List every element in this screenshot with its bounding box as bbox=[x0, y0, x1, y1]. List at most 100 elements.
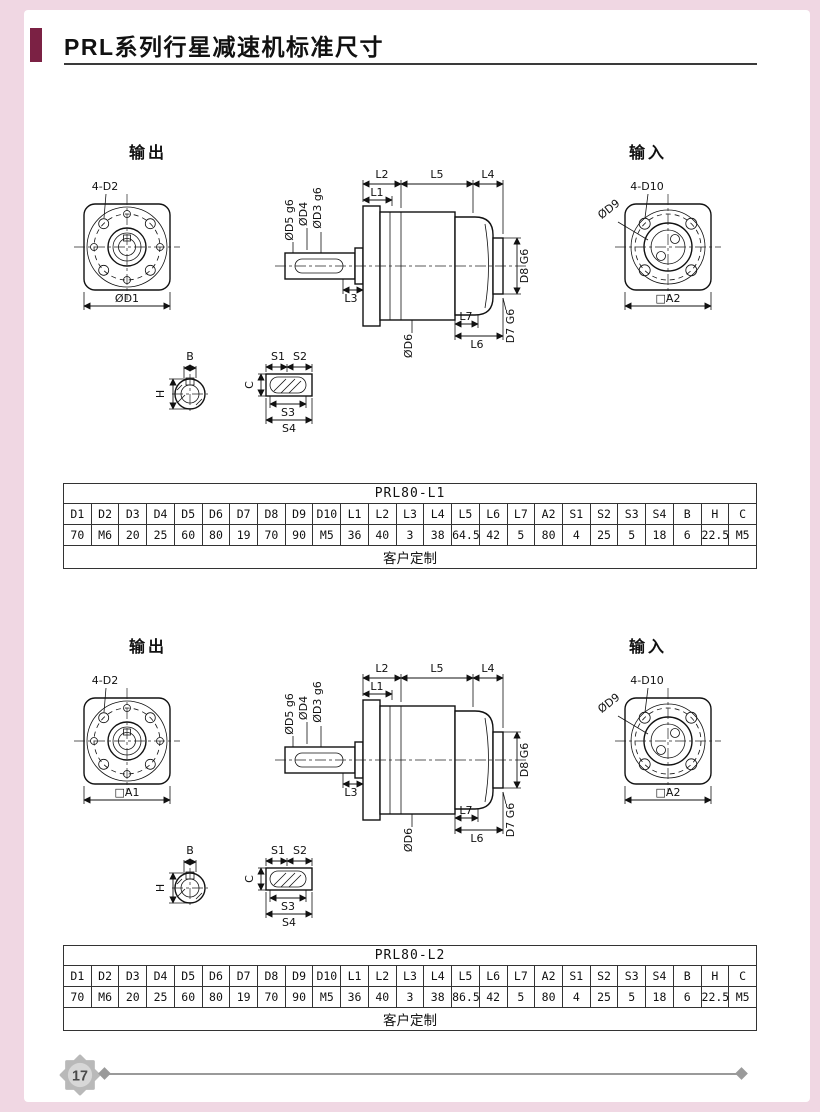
dim-s1: S1 bbox=[271, 350, 285, 363]
value-cell: 3 bbox=[395, 524, 425, 546]
dim-d9: ØD9 bbox=[595, 197, 622, 222]
drawing-section-2: 输出 输入 4-D2 □A1 bbox=[60, 634, 760, 934]
dim-d7: D7 G6 bbox=[504, 803, 517, 838]
value-cell: 86.5 bbox=[451, 986, 480, 1008]
rear-dim-label: □A2 bbox=[656, 292, 681, 305]
value-cell: 40 bbox=[367, 986, 397, 1008]
value-cell: 4 bbox=[561, 524, 591, 546]
dim-l6: L6 bbox=[470, 338, 483, 351]
value-cell: 60 bbox=[173, 986, 203, 1008]
header-cell: D5 bbox=[173, 965, 203, 987]
header-cell: D3 bbox=[118, 503, 148, 525]
header-cell: D1 bbox=[63, 965, 92, 987]
dim-l3: L3 bbox=[344, 292, 357, 305]
rear-bolt-label: 4-D10 bbox=[630, 180, 663, 193]
header-cell: L5 bbox=[451, 503, 480, 525]
header-cell: D8 bbox=[257, 503, 286, 525]
dim-c: C bbox=[243, 875, 256, 883]
dim-s3: S3 bbox=[281, 406, 295, 419]
value-cell: 25 bbox=[589, 986, 619, 1008]
header-cell: L2 bbox=[367, 503, 397, 525]
dim-l2: L2 bbox=[375, 168, 388, 181]
value-cell: 38 bbox=[423, 986, 453, 1008]
value-cell: 42 bbox=[478, 524, 508, 546]
value-cell: 5 bbox=[617, 986, 647, 1008]
key-outline bbox=[269, 376, 307, 394]
dim-h: H bbox=[154, 390, 167, 398]
table-title: PRL80-L2 bbox=[63, 945, 757, 966]
header-cell: A2 bbox=[534, 503, 563, 525]
header-cell: D9 bbox=[284, 965, 314, 987]
dim-d4: ØD4 bbox=[297, 202, 310, 226]
front-flange-view: 4-D2 ØD1 bbox=[74, 180, 180, 310]
value-cell: 80 bbox=[201, 986, 231, 1008]
header-cell: D4 bbox=[146, 503, 175, 525]
front-flange-view: 4-D2 □A1 bbox=[74, 674, 180, 804]
header-cell: L4 bbox=[423, 965, 453, 987]
dim-l4: L4 bbox=[481, 168, 494, 181]
shaft-end-detail: B H bbox=[154, 844, 208, 908]
dim-l3: L3 bbox=[344, 786, 357, 799]
rear-dim-label: □A2 bbox=[656, 786, 681, 799]
header-cell: D2 bbox=[90, 965, 120, 987]
value-cell: M6 bbox=[90, 986, 120, 1008]
dim-d3: ØD3 g6 bbox=[311, 187, 324, 229]
drawing-section-1: 输出 输入 4-D2 ØD1 bbox=[60, 140, 760, 440]
header-cell: D10 bbox=[312, 965, 342, 987]
value-cell: 5 bbox=[617, 524, 647, 546]
value-cell: 5 bbox=[506, 524, 536, 546]
front-bolt-label: 4-D2 bbox=[92, 674, 118, 687]
header-cell: L3 bbox=[395, 503, 425, 525]
value-cell: 22.5 bbox=[700, 524, 730, 546]
dim-l7: L7 bbox=[459, 310, 472, 323]
dim-d3: ØD3 g6 bbox=[311, 681, 324, 723]
header-cell: S2 bbox=[589, 503, 619, 525]
dim-s4: S4 bbox=[282, 422, 296, 435]
header-cell: L3 bbox=[395, 965, 425, 987]
header-cell: D8 bbox=[257, 965, 286, 987]
value-cell: M6 bbox=[90, 524, 120, 546]
key-outline bbox=[269, 870, 307, 888]
header-cell: L1 bbox=[340, 503, 369, 525]
header-cell: D7 bbox=[229, 503, 259, 525]
rear-flange-view: 4-D10 ØD9 □A2 bbox=[595, 674, 721, 804]
value-cell: 25 bbox=[146, 986, 175, 1008]
dim-l5: L5 bbox=[430, 168, 443, 181]
input-side-label: 输入 bbox=[629, 637, 667, 656]
value-cell: 80 bbox=[534, 524, 563, 546]
value-cell: 80 bbox=[534, 986, 563, 1008]
dim-s2: S2 bbox=[293, 844, 307, 857]
dim-l4: L4 bbox=[481, 662, 494, 675]
header-cell: C bbox=[728, 965, 757, 987]
header-cell: L7 bbox=[506, 965, 536, 987]
dim-s3: S3 bbox=[281, 900, 295, 913]
value-cell: M5 bbox=[728, 524, 757, 546]
value-cell: 42 bbox=[478, 986, 508, 1008]
page-number-gear: 17 bbox=[59, 1054, 101, 1096]
customer-custom-cell: 客户定制 bbox=[63, 1007, 757, 1031]
dim-b: B bbox=[186, 350, 194, 363]
header-cell: D4 bbox=[146, 965, 175, 987]
dim-d8: D8 G6 bbox=[518, 743, 531, 778]
header-cell: S2 bbox=[589, 965, 619, 987]
key-section-detail: S1 S2 C S3 S4 bbox=[243, 350, 313, 435]
rear-flange-view: 4-D10 ØD9 □A2 bbox=[595, 180, 721, 310]
rear-bolt-label: 4-D10 bbox=[630, 674, 663, 687]
value-cell: 70 bbox=[63, 986, 92, 1008]
value-cell: 22.5 bbox=[700, 986, 730, 1008]
value-cell: 4 bbox=[561, 986, 591, 1008]
value-cell: 25 bbox=[589, 524, 619, 546]
gear-center bbox=[67, 1062, 93, 1088]
output-side-label: 输出 bbox=[129, 143, 167, 162]
header-cell: H bbox=[700, 965, 730, 987]
value-cell: 18 bbox=[645, 524, 674, 546]
header-cell: B bbox=[672, 965, 702, 987]
value-cell: 6 bbox=[672, 986, 702, 1008]
header-cell: B bbox=[672, 503, 702, 525]
header-cell: D3 bbox=[118, 965, 148, 987]
footer-rule bbox=[104, 1073, 742, 1075]
value-cell: 90 bbox=[284, 524, 314, 546]
header-cell: S1 bbox=[561, 503, 591, 525]
header-cell: A2 bbox=[534, 965, 563, 987]
